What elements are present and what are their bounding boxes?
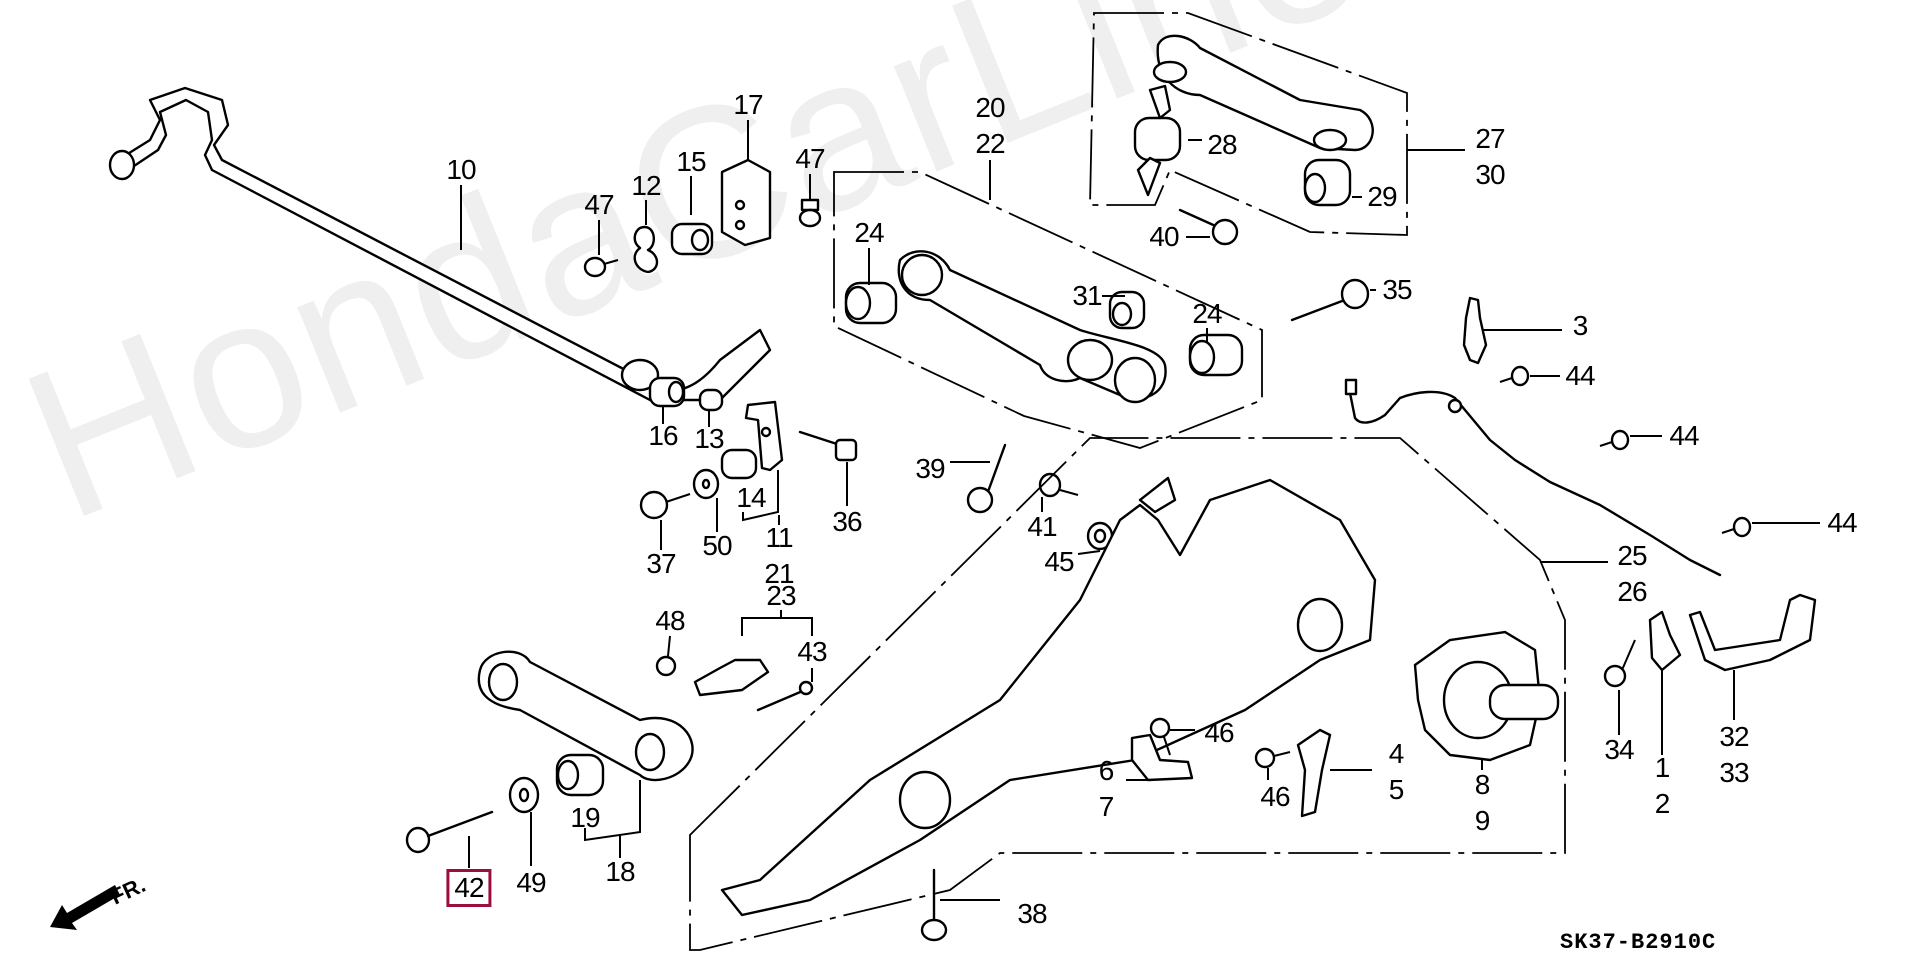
lower-arm-20 bbox=[897, 250, 1167, 404]
trailing-arm-25 bbox=[720, 476, 1377, 917]
callout-28[interactable]: 28 bbox=[1207, 129, 1237, 160]
upper-arm-27 bbox=[1152, 34, 1374, 152]
front-direction-arrow-icon bbox=[50, 885, 120, 930]
callout-46[interactable]: 46 bbox=[1204, 717, 1234, 748]
bolt-44c bbox=[1721, 516, 1752, 538]
hub-spindle-8 bbox=[1413, 630, 1560, 762]
callout-47[interactable]: 47 bbox=[795, 143, 825, 174]
clamp-12 bbox=[633, 225, 659, 274]
bushing-31 bbox=[1108, 290, 1146, 330]
bracket-1 bbox=[1648, 610, 1682, 672]
front-direction-label: FR. bbox=[107, 872, 150, 910]
callout-8-9[interactable]: 8 9 bbox=[1474, 769, 1491, 836]
callout-46[interactable]: 46 bbox=[1260, 781, 1290, 812]
sensor-cable bbox=[1344, 378, 1722, 577]
callout-44[interactable]: 44 bbox=[1827, 507, 1857, 538]
bushing-28 bbox=[1133, 84, 1182, 197]
lower-link-18 bbox=[477, 650, 694, 782]
callout-18[interactable]: 18 bbox=[605, 856, 635, 887]
callout-24[interactable]: 24 bbox=[1192, 298, 1222, 329]
callout-4-5[interactable]: 4 5 bbox=[1388, 738, 1405, 805]
bracket-11 bbox=[744, 400, 784, 472]
bracket-3 bbox=[1462, 296, 1488, 365]
bracket-17 bbox=[720, 158, 772, 247]
callout-1-2[interactable]: 1 2 bbox=[1654, 752, 1671, 819]
callout-20-22[interactable]: 20 22 bbox=[975, 92, 1005, 159]
callout-11-21[interactable]: 11 21 bbox=[764, 522, 794, 589]
bolt-47b bbox=[798, 198, 822, 228]
callout-14[interactable]: 14 bbox=[736, 482, 766, 513]
collar-13 bbox=[698, 388, 724, 412]
bolt-35 bbox=[1290, 278, 1370, 322]
bolt-38 bbox=[920, 868, 948, 942]
callout-43[interactable]: 43 bbox=[797, 636, 827, 667]
callout-35[interactable]: 35 bbox=[1382, 274, 1412, 305]
callout-45[interactable]: 45 bbox=[1044, 546, 1074, 577]
callout-38[interactable]: 38 bbox=[1017, 898, 1047, 929]
callout-49[interactable]: 49 bbox=[516, 867, 546, 898]
bushing-16 bbox=[648, 376, 686, 408]
bushing-24a bbox=[844, 281, 898, 325]
callout-31[interactable]: 31 bbox=[1072, 280, 1102, 311]
callout-32-33[interactable]: 32 33 bbox=[1719, 721, 1749, 788]
callout-44[interactable]: 44 bbox=[1565, 360, 1595, 391]
callout-42-highlighted[interactable]: 42 bbox=[446, 869, 492, 907]
bolt-46a bbox=[1149, 717, 1171, 756]
bolt-47a bbox=[583, 256, 619, 278]
bushing-24b bbox=[1188, 333, 1244, 377]
bolt-36 bbox=[798, 430, 858, 462]
bolt-34 bbox=[1603, 639, 1636, 688]
assembly-box-25-26 bbox=[689, 437, 1566, 951]
bolt-41 bbox=[1038, 472, 1079, 498]
bracket-6 bbox=[1130, 733, 1194, 782]
callout-15[interactable]: 15 bbox=[676, 146, 706, 177]
callout-29[interactable]: 29 bbox=[1367, 181, 1397, 212]
bolt-44a bbox=[1499, 365, 1530, 387]
washer-49 bbox=[508, 776, 540, 814]
bracket-4 bbox=[1296, 728, 1332, 818]
nut-48 bbox=[655, 655, 677, 677]
callout-40[interactable]: 40 bbox=[1149, 221, 1179, 252]
caliper-bracket-32 bbox=[1688, 593, 1817, 672]
callout-24[interactable]: 24 bbox=[854, 217, 884, 248]
callout-12[interactable]: 12 bbox=[631, 170, 661, 201]
bolt-44b bbox=[1599, 429, 1630, 451]
callout-25-26[interactable]: 25 26 bbox=[1617, 540, 1647, 607]
bushing-15 bbox=[670, 222, 714, 256]
bushing-19 bbox=[555, 753, 605, 797]
bracket-23 bbox=[693, 658, 770, 697]
pin-43 bbox=[756, 680, 814, 712]
bolt-37 bbox=[639, 490, 691, 520]
callout-50[interactable]: 50 bbox=[702, 530, 732, 561]
callout-41[interactable]: 41 bbox=[1027, 511, 1057, 542]
callout-48[interactable]: 48 bbox=[655, 605, 685, 636]
callout-23[interactable]: 23 bbox=[766, 580, 796, 611]
callout-47[interactable]: 47 bbox=[584, 189, 614, 220]
drawing-code: SK37-B2910C bbox=[1560, 930, 1717, 955]
washer-50 bbox=[692, 468, 720, 500]
callout-34[interactable]: 34 bbox=[1604, 734, 1634, 765]
bolt-40 bbox=[1178, 208, 1239, 246]
callout-44[interactable]: 44 bbox=[1669, 420, 1699, 451]
callout-3[interactable]: 3 bbox=[1572, 310, 1589, 341]
callout-16[interactable]: 16 bbox=[648, 420, 678, 451]
callout-37[interactable]: 37 bbox=[646, 548, 676, 579]
callout-6-7[interactable]: 6 7 bbox=[1098, 755, 1115, 822]
callout-27-30[interactable]: 27 30 bbox=[1475, 123, 1505, 190]
bolt-39 bbox=[966, 443, 1007, 514]
assembly-box-20-22 bbox=[833, 171, 1263, 449]
stabilizer-bar bbox=[108, 86, 772, 402]
callout-39[interactable]: 39 bbox=[915, 453, 945, 484]
assembly-box-27-30 bbox=[1089, 12, 1408, 236]
callout-10[interactable]: 10 bbox=[446, 154, 476, 185]
bolt-46b bbox=[1254, 747, 1291, 769]
callout-36[interactable]: 36 bbox=[832, 506, 862, 537]
callout-19[interactable]: 19 bbox=[570, 802, 600, 833]
callout-13[interactable]: 13 bbox=[694, 423, 724, 454]
bolt-42 bbox=[405, 810, 494, 854]
bushing-29 bbox=[1303, 158, 1352, 207]
bushing-14 bbox=[720, 448, 758, 480]
callout-17[interactable]: 17 bbox=[733, 89, 763, 120]
